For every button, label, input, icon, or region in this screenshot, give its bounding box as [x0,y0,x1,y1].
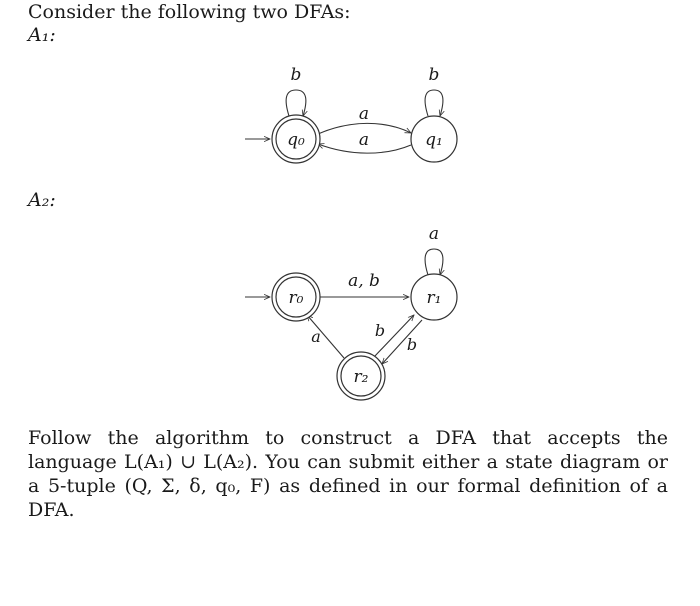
a2-state-r0-label: r₀ [289,288,304,308]
a2-state-r1-label: r₁ [427,288,442,308]
a2-state-r0-accept-ring [275,276,317,318]
a2-state-r2-label: r₂ [354,367,369,387]
a2-edge-r0-r1-label: a, b [348,271,380,291]
a2-edge-r1-r2-label: b [407,335,417,354]
dfa-diagrams: b b a a q₀ q₁ a, b a [245,65,458,401]
intro-text: Consider the following two DFAs: [28,1,351,23]
a1-state-q1 [410,115,458,163]
a2-state-r1 [410,273,458,321]
dfa-a2: a, b a b b a r₀ r₁ r₂ [245,224,458,401]
a2-state-r2-accept-ring [340,355,382,397]
a2-edge-r1-r2 [382,319,423,364]
a1-q0-loop [285,89,306,116]
a2-r1-loop-label: a [429,224,439,244]
a1-state-q0-label: q₀ [287,130,305,150]
dfa-a1: b b a a q₀ q₁ [245,65,458,164]
a1-q1-loop-label: b [429,65,440,85]
a1-edge-q0-q1-label: a [359,104,369,124]
a1-edge-q1-q0-label: a [359,130,369,150]
a1-q0-loop-label: b [291,65,302,85]
a1-edge-q0-q1 [317,122,411,135]
a1-edge-q1-q0 [318,144,412,154]
dfa-a1-label: A₁: [28,24,56,46]
a1-state-q1-label: q₁ [425,130,443,150]
a1-q1-loop [424,89,443,116]
a2-edge-r2-r0-label: a [311,327,321,346]
a2-r1-loop [424,248,443,275]
a2-edge-r2-r1 [373,315,414,358]
a2-edge-r2-r0 [307,315,345,359]
question-text: Follow the algorithm to construct a DFA … [28,427,668,521]
a1-state-q0-accept-ring [275,118,317,160]
dfa-a2-label: A₂: [28,189,56,211]
a2-edge-r2-r1-label: b [375,321,385,340]
